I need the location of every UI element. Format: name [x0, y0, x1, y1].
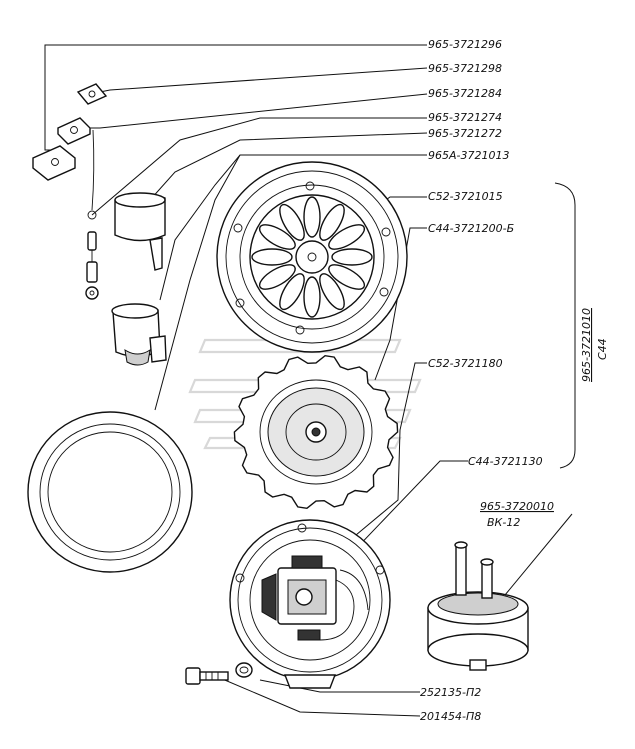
part-labels: 965-3721296 965-3721298 965-3721284 965-… — [420, 38, 609, 723]
label-p5: 965-3721272 — [428, 127, 502, 140]
diaphragm — [233, 354, 399, 510]
square-washer — [76, 83, 108, 105]
terminal-plate — [57, 117, 91, 145]
grille-petal — [258, 264, 296, 290]
label-p10: С44-3721130 — [468, 455, 543, 468]
grille-petal — [319, 203, 345, 241]
label-p7: С52-3721015 — [428, 190, 503, 203]
label-p11-sub: ВК-12 — [487, 516, 520, 529]
grille-petal — [303, 196, 321, 238]
label-p3: 965-3721284 — [428, 87, 502, 100]
sleeve-clips — [111, 192, 167, 366]
bolt-and-washer — [185, 662, 253, 685]
horn-front-cover — [216, 161, 408, 353]
grille-petal — [331, 248, 373, 266]
label-p12: 252135-П2 — [420, 686, 481, 699]
grille-petal — [251, 248, 293, 266]
gasket-ring — [27, 411, 193, 573]
label-p2: 965-3721298 — [428, 62, 502, 75]
grille-petals — [251, 196, 373, 318]
grille-petal — [328, 224, 366, 250]
label-p11: 965-3720010 — [480, 500, 554, 513]
label-p6: 965А-3721013 — [428, 149, 509, 162]
horn-body — [229, 519, 391, 689]
relay-switch — [427, 541, 529, 671]
mounting-plate — [32, 145, 76, 181]
grille-petal — [319, 273, 345, 311]
group-label: 965-3721010 С44 — [580, 308, 609, 382]
grille-petal — [328, 264, 366, 290]
label-p13: 201454-П8 — [420, 710, 481, 723]
grille-petal — [279, 273, 305, 311]
label-p9: С52-3721180 — [428, 357, 503, 370]
label-p1: 965-3721296 — [428, 38, 502, 51]
group-label-name: С44 — [596, 338, 609, 360]
grille-petal — [279, 203, 305, 241]
grille-petal — [258, 224, 296, 250]
group-label-code: 965-3721010 — [580, 308, 593, 382]
label-p4: 965-3721274 — [428, 111, 502, 124]
grille-petal — [303, 276, 321, 318]
small-hardware-group — [32, 83, 108, 300]
label-p8: С44-3721200-Б — [428, 222, 514, 235]
